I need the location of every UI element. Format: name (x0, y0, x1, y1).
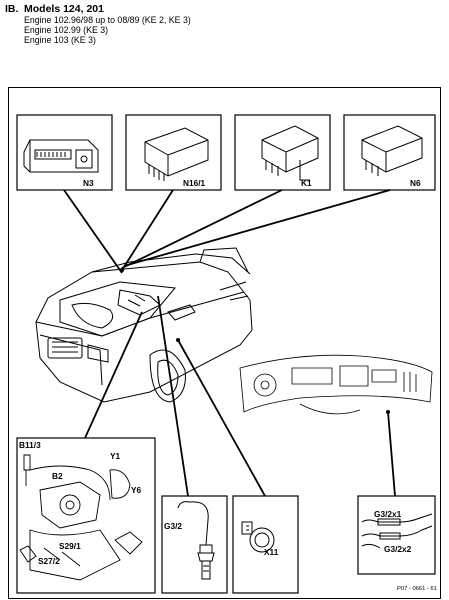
engine-line-3: Engine 103 (KE 3) (24, 35, 96, 45)
label-x11: X11 (264, 547, 279, 557)
label-n6: N6 (410, 178, 421, 188)
figure-reference: P07 - 0661 - 61 (397, 586, 437, 592)
callout-box-g3-2 (161, 495, 228, 594)
label-b2: B2 (52, 471, 63, 481)
vehicle-drawing (35, 247, 253, 403)
section-title: Models 124, 201 (24, 3, 104, 15)
k1-relay-drawing (261, 125, 319, 181)
section-number: IB. (5, 3, 19, 15)
n3-control-unit-drawing (23, 139, 99, 173)
callout-box-k1 (234, 114, 331, 191)
n16-1-relay-drawing (144, 127, 209, 181)
label-s29-1: S29/1 (59, 541, 81, 551)
leader-dot-dashboard (386, 410, 390, 414)
n6-relay-drawing (361, 125, 423, 176)
callout-box-g3-2-connectors (357, 495, 436, 575)
label-k1: K1 (301, 178, 312, 188)
callout-box-x11 (232, 495, 299, 594)
diagnostic-socket-x11-drawing (241, 521, 275, 553)
callout-box-n6 (343, 114, 436, 191)
diagram-frame (8, 87, 441, 599)
engine-line-2: Engine 102.99 (KE 3) (24, 25, 109, 35)
label-y1: Y1 (110, 451, 121, 461)
label-g3-2x2: G3/2x2 (384, 544, 412, 554)
dashboard-drawing (239, 354, 433, 415)
page-header: IB. Models 124, 201 Engine 102.96/98 up … (5, 3, 305, 45)
leader-convergence-point (119, 267, 125, 273)
leader-lines-top (63, 189, 391, 274)
label-g3-2: G3/2 (164, 521, 182, 531)
oxygen-sensor-g3-2-drawing (177, 501, 215, 580)
callout-box-engine-bay (16, 437, 156, 594)
leader-dot-x11 (176, 338, 180, 342)
leader-lines-bottom (84, 295, 396, 497)
label-g3-2x1: G3/2x1 (374, 509, 402, 519)
engine-bay-detail-drawing (19, 454, 143, 581)
oxygen-sensor-connectors-drawing (361, 513, 433, 549)
label-n16-1: N16/1 (183, 178, 206, 188)
label-y6: Y6 (131, 485, 142, 495)
label-b11-3: B11/3 (19, 440, 41, 450)
engine-line-1: Engine 102.96/98 up to 08/89 (KE 2, KE 3… (24, 15, 191, 25)
label-s27-2: S27/2 (38, 556, 60, 566)
label-n3: N3 (83, 178, 94, 188)
